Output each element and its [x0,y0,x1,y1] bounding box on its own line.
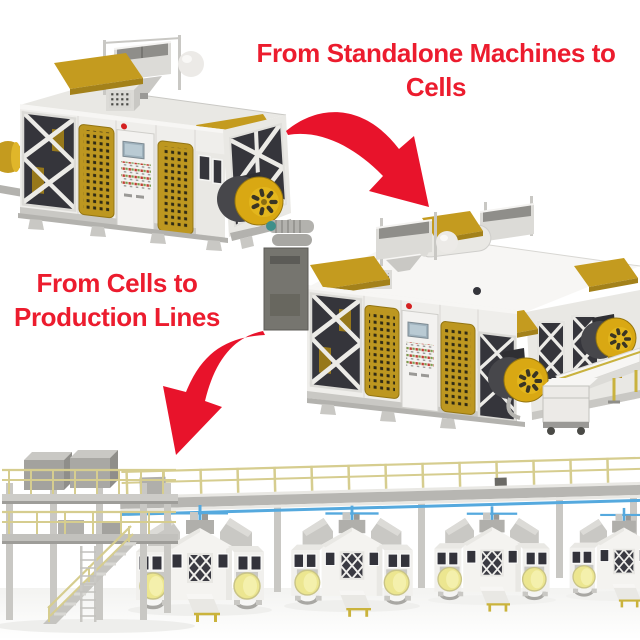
walkway-equipment-small [494,477,507,486]
left-hood-icon [54,53,143,95]
machine-roof [20,87,286,130]
tank-sphere-icon [178,51,204,77]
control-panel [116,123,155,232]
perforated-door [364,304,400,399]
arrow-cell-to-line-icon [163,331,265,455]
rooftop-equipment [54,35,278,155]
access-ladder [80,546,97,622]
caption-standalone-to-cells: From Standalone Machines to Cells [244,36,628,105]
upper-deck [2,494,178,501]
rear-right-hood-icon [574,258,638,292]
elevated-walkway [119,456,640,516]
lattice-panel [20,110,78,212]
caption-line: Cells [405,72,467,103]
machine-front-facade [20,105,225,239]
staircase [43,525,137,624]
supply-pipe [120,498,640,516]
side-windows [196,150,225,238]
lattice-panel [308,291,364,393]
right-drum-icon [217,172,284,226]
perforated-door-2 [440,321,476,415]
caption-line: From Cells to [36,268,198,298]
cell-front-facade [307,285,517,424]
production-line-illustration [0,450,640,640]
caption-line: Production Lines [14,302,220,333]
front-drum-icon [488,348,549,420]
motor-cabinet-icon [263,220,314,331]
cell-base [307,398,525,429]
machine-cell-illustration [263,196,640,435]
button-grid [406,341,434,370]
control-panel [401,303,439,413]
perforated-door [78,124,115,219]
alarm-lamp-icon [406,303,412,310]
rear-machine-roof-equipment [416,196,638,292]
alarm-lamp-icon [121,123,127,130]
mezzanine-platform [2,450,178,624]
button-grid [121,161,151,191]
caption-cells-to-lines: From Cells to Production Lines [0,266,240,335]
standalone-machine-illustration [0,35,292,251]
cart-icon [542,378,598,435]
perforated-door-2 [157,140,194,235]
caption-line: From Standalone Machines to [256,38,616,68]
mid-deck [2,534,178,541]
